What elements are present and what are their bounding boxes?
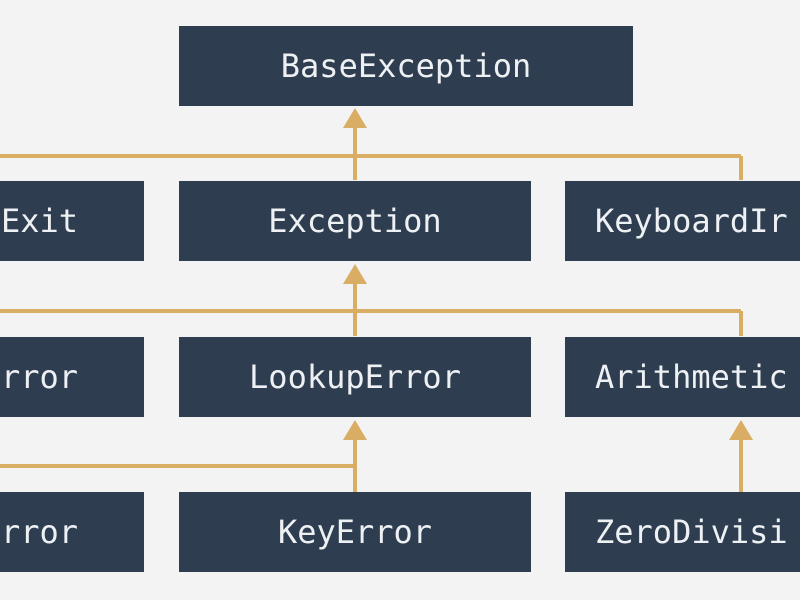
lookup-sibling-label: rror <box>0 358 78 396</box>
zero-division-error-node: ZeroDivisi <box>565 492 800 572</box>
zero-division-error-label: ZeroDivisi <box>595 513 788 551</box>
system-exit-node: Exit <box>0 181 144 261</box>
arithmetic-error-node: Arithmetic <box>565 337 800 417</box>
arrowhead-exception <box>343 264 367 284</box>
keyboard-interrupt-label: KeyboardIr <box>595 202 788 240</box>
arrowhead-base <box>343 108 367 128</box>
base-exception-label: BaseException <box>280 47 532 85</box>
exception-label: Exception <box>268 202 442 240</box>
exception-node: Exception <box>179 181 531 261</box>
arrowhead-lookup <box>343 420 367 440</box>
lookup-error-label: LookupError <box>249 358 461 396</box>
arrowhead-arithmetic <box>729 420 753 440</box>
lookup-sibling-node: rror <box>0 337 144 417</box>
index-error-node: rror <box>0 492 144 572</box>
base-exception-node: BaseException <box>179 26 633 106</box>
key-error-node: KeyError <box>179 492 531 572</box>
keyboard-interrupt-node: KeyboardIr <box>565 181 800 261</box>
lookup-error-node: LookupError <box>179 337 531 417</box>
index-error-label: rror <box>0 513 78 551</box>
key-error-label: KeyError <box>277 513 433 551</box>
system-exit-label: Exit <box>0 202 78 240</box>
arithmetic-error-label: Arithmetic <box>595 358 788 396</box>
